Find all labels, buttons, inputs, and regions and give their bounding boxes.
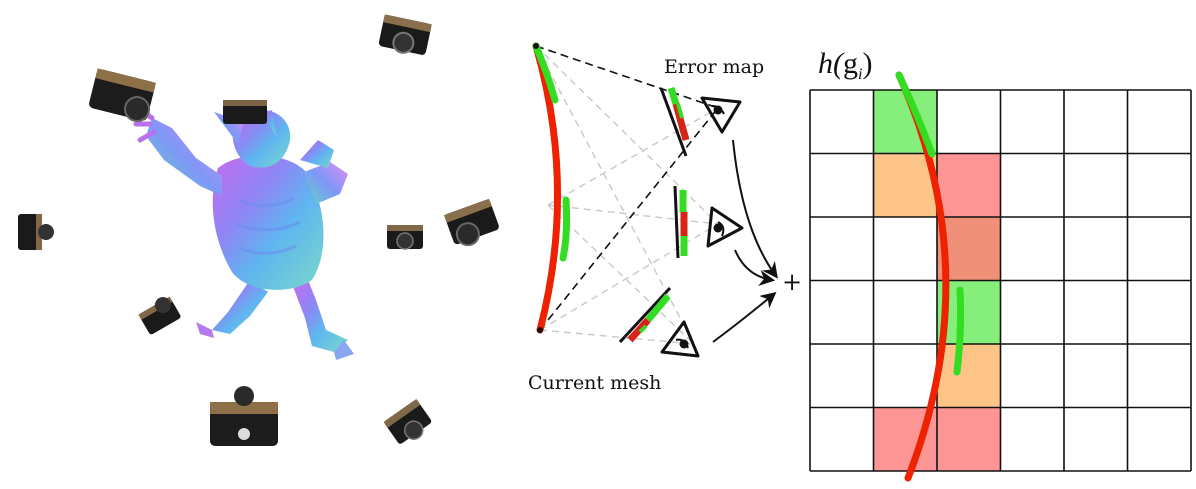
grid-lines	[809, 89, 1192, 472]
error-map-strip-middle	[673, 185, 688, 259]
grid-diagram: h(gi)	[809, 47, 1192, 482]
projection-diagram: Error map Current mesh +	[528, 42, 802, 394]
mesh-endpoint-top	[533, 43, 539, 49]
camera-icon	[18, 214, 54, 250]
error-map-strip-top	[659, 86, 690, 157]
grid-cell-1-1	[873, 153, 937, 217]
camera-icon	[223, 100, 267, 124]
eye-icon	[706, 206, 744, 248]
grid-curve	[895, 71, 965, 482]
plus-sign: +	[782, 268, 802, 296]
current-mesh-curve	[532, 42, 571, 334]
error-map-strip-bottom	[618, 286, 672, 344]
camera-icon	[138, 296, 181, 335]
camera-icon	[383, 399, 432, 444]
current-mesh-label: Current mesh	[528, 372, 661, 394]
merge-arrows	[712, 139, 778, 343]
grid-cell-5-2	[937, 407, 1001, 471]
camera-icon	[443, 198, 499, 247]
mesh-endpoint-bottom	[537, 327, 543, 333]
camera-icon	[387, 225, 423, 250]
grid-cell-4-2	[937, 344, 1001, 408]
silhouette-rays	[535, 45, 719, 331]
camera-icon	[210, 386, 278, 446]
grid-function-label: h(gi)	[818, 47, 872, 83]
armadillo-mesh-icon	[133, 107, 354, 360]
armadillo-scene	[18, 14, 499, 446]
error-map-label: Error map	[664, 56, 764, 78]
camera-icon	[89, 68, 156, 123]
eye-icon	[700, 96, 742, 134]
projection-rays	[535, 45, 719, 345]
camera-icon	[378, 14, 432, 55]
eye-icon	[660, 320, 700, 358]
grid-cell-1-2	[937, 153, 1001, 217]
